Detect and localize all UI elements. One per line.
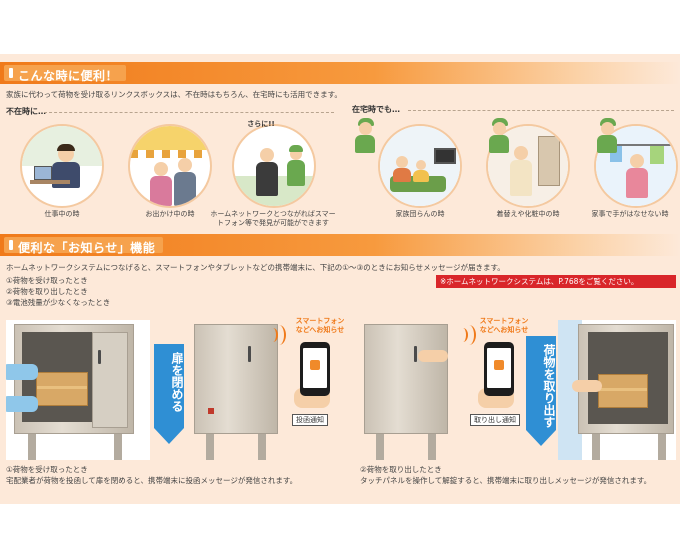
present-heading: 在宅時でも… — [352, 105, 400, 114]
parcel-icon — [36, 372, 88, 406]
smartphone-icon — [484, 342, 514, 396]
notification-item: ①荷物を受け取ったとき — [6, 276, 88, 285]
smartphone-label: スマートフォン — [295, 317, 345, 325]
caption-title: ①荷物を受け取ったとき — [6, 465, 88, 474]
smartphone-label: などへお知らせ — [295, 326, 345, 334]
smartphone-label: スマートフォン — [479, 317, 529, 325]
section-intro: ホームネットワークシステムにつなげると、スマートフォンやタブレットなどの携帯端末… — [6, 263, 505, 272]
signal-icon — [272, 325, 286, 345]
section-title: 便利な「お知らせ」機能 — [18, 241, 156, 255]
panel-closed-box-illustration — [360, 320, 456, 460]
section-header-notification: 便利な「お知らせ」機能 — [0, 234, 680, 256]
divider — [44, 112, 334, 113]
divider — [408, 110, 674, 111]
product-feature-sheet: こんな時に便利！ 家族に代わって荷物を受け取るリンクスボックスは、不在時はもちろ… — [0, 54, 680, 504]
delivery-notification-tag: 投函通知 — [292, 414, 328, 426]
scene-family-illustration — [378, 124, 462, 208]
scene-label: 仕事中の時 — [44, 210, 80, 218]
scene-label: 着替えや化粧中の時 — [496, 210, 560, 218]
caption-body: 宅配業者が荷物を投函して扉を閉めると、携帯端末に投函メッセージが発信されます。 — [6, 476, 298, 485]
scene-label: お出かけ中の時 — [145, 210, 195, 218]
parcel-icon — [598, 374, 648, 408]
section-intro: 家族に代わって荷物を受け取るリンクスボックスは、不在時はもちろん、在宅時にも活用… — [6, 90, 342, 99]
scene-label: 家族団らんの時 — [395, 210, 445, 218]
panel-takeout-illustration — [558, 320, 676, 460]
section-title: こんな時に便利！ — [18, 69, 119, 83]
callout-further: さらに!! — [247, 120, 275, 128]
section-header-convenient: こんな時に便利！ — [0, 62, 680, 84]
scene-label: ホームネットワークとつながればスマー — [210, 210, 336, 218]
arrow-take-out: 荷物を取り出す — [526, 336, 556, 446]
takeout-notification-tag: 取り出し通知 — [470, 414, 520, 426]
signal-icon — [462, 325, 476, 345]
scene-label: トフォン等で発見が可能ができます — [217, 219, 329, 227]
panel-closed-box-illustration — [188, 320, 284, 460]
smartphone-label: などへお知らせ — [479, 326, 529, 334]
panel-receive-illustration — [6, 320, 150, 460]
scene-working-illustration — [20, 124, 104, 208]
reference-notice: ※ホームネットワークシステムは、P.768をご覧ください。 — [436, 275, 676, 288]
smartphone-icon — [300, 342, 330, 396]
arrow-close-door: 扉を閉める — [154, 344, 184, 444]
scene-outing-illustration — [128, 124, 212, 208]
notification-item: ②荷物を取り出したとき — [6, 287, 88, 296]
scene-network-illustration — [232, 124, 316, 208]
scene-label: 家事で手がはなせない時 — [591, 210, 669, 218]
caption-title: ②荷物を取り出したとき — [360, 465, 442, 474]
absent-heading: 不在時に… — [6, 107, 46, 116]
caption-body: タッチパネルを操作して解錠すると、携帯端末に取り出しメッセージが発信されます。 — [360, 476, 652, 485]
notification-item: ③電池残量が少なくなったとき — [6, 298, 111, 307]
scene-dressing-illustration — [486, 124, 570, 208]
